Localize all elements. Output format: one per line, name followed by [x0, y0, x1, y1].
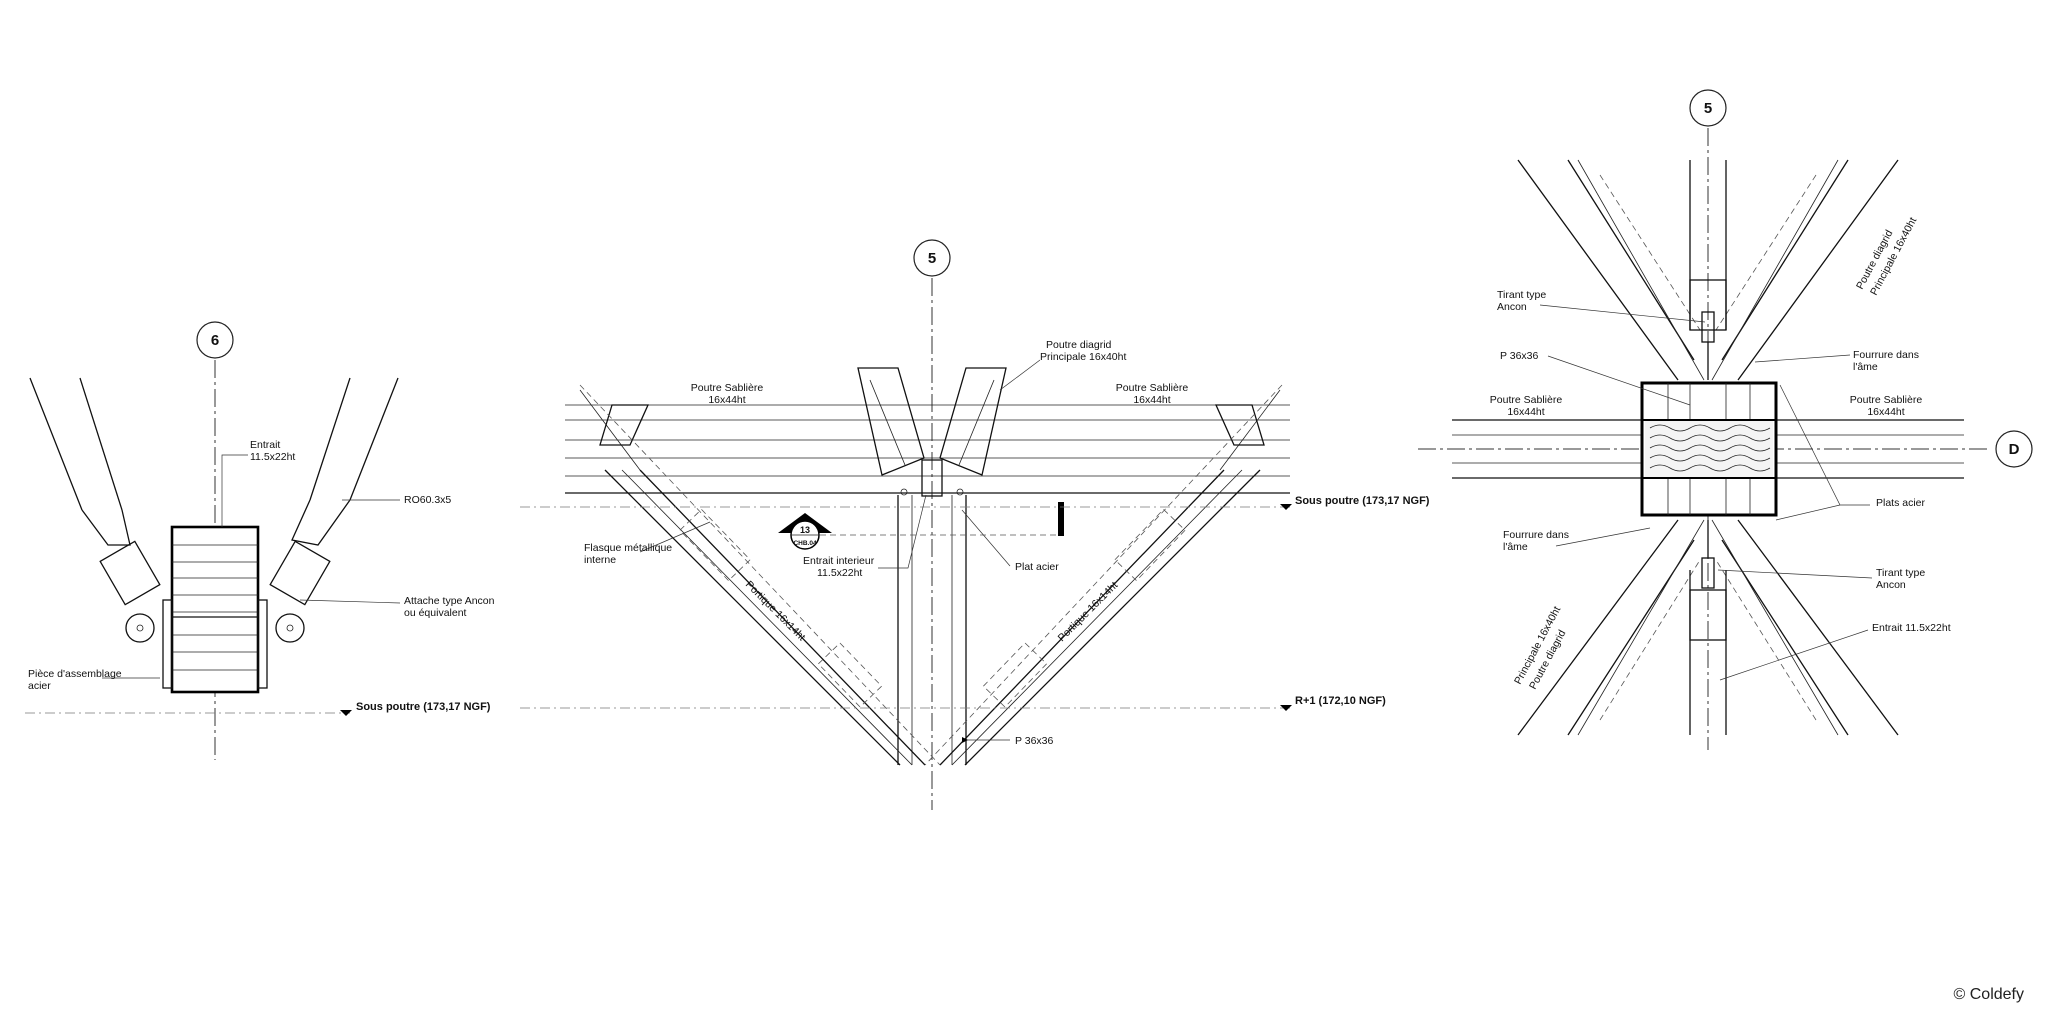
label-poutre-diagrid: Poutre diagrid	[1046, 339, 1112, 351]
label-fourrure-left-2: l'âme	[1503, 541, 1528, 553]
label-portique-right: Portique 16x14ht	[1056, 579, 1121, 644]
grid-bubble-5-right	[1689, 89, 1727, 127]
label-sabliere-right: Poutre Sablière	[1116, 382, 1189, 394]
grid-label-6: 6	[211, 332, 219, 349]
grid-label-5: 5	[928, 250, 936, 267]
grid-bubble-d	[1995, 430, 2033, 468]
label-sabliere-left: Poutre Sablière	[691, 382, 764, 394]
label-post-center: P 36x36	[1015, 735, 1053, 747]
center-detail: 5	[520, 239, 1430, 810]
left-tube	[29, 377, 161, 643]
label-piece: Pièce d'assemblage	[28, 668, 122, 680]
level-sous-poutre-left: Sous poutre (173,17 NGF)	[356, 701, 491, 713]
label-entrait-interieur-size: 11.5x22ht	[817, 567, 862, 579]
label-piece-2: acier	[28, 680, 51, 692]
section-marker: 13 CHB.04	[778, 502, 1064, 550]
label-post-right: P 36x36	[1500, 350, 1538, 362]
label-entrait-size: 11.5x22ht	[250, 451, 295, 463]
grid-label-5-right: 5	[1704, 100, 1712, 117]
label-tirant-bottom-2: Ancon	[1876, 579, 1906, 591]
section-ref: CHB.04	[793, 540, 817, 547]
label-sabliere-left-plan-size: 16x44ht	[1507, 406, 1544, 418]
entrait-section	[162, 525, 268, 694]
label-attache: Attache type Ancon	[404, 595, 495, 607]
label-plat-acier: Plat acier	[1015, 561, 1059, 573]
post-p36-plan	[1640, 381, 1778, 517]
label-attache-2: ou équivalent	[404, 607, 467, 619]
label-tirant-top: Tirant type	[1497, 289, 1546, 301]
label-sabliere-right-plan-size: 16x44ht	[1867, 406, 1904, 418]
right-detail: 5 D	[1418, 89, 2033, 750]
label-flasque: Flasque métallique	[584, 542, 672, 554]
label-tirant-bottom: Tirant type	[1876, 567, 1925, 579]
label-sabliere-left-size: 16x44ht	[708, 394, 745, 406]
label-fourrure-top-2: l'âme	[1853, 361, 1878, 373]
grid-bubble-6	[196, 321, 234, 359]
label-fourrure-left: Fourrure dans	[1503, 529, 1569, 541]
left-detail: 6	[25, 321, 495, 760]
level-sous-poutre-center: Sous poutre (173,17 NGF)	[1295, 495, 1430, 507]
label-sabliere-right-size: 16x44ht	[1133, 394, 1170, 406]
label-fourrure-top: Fourrure dans	[1853, 349, 1919, 361]
portique-diagonals	[579, 384, 1283, 766]
label-sabliere-left-plan: Poutre Sablière	[1490, 394, 1563, 406]
grid-label-d: D	[2009, 441, 2020, 458]
diagrid-top	[857, 367, 1007, 497]
lower-diagonals	[1517, 519, 1899, 736]
label-portique-left: Portique 16x14ht	[743, 579, 808, 644]
label-tirant-top-2: Ancon	[1497, 301, 1527, 313]
copyright: © Coldefy	[1953, 986, 2024, 1003]
label-plats-acier: Plats acier	[1876, 497, 1926, 509]
label-ro: RO60.3x5	[404, 494, 451, 506]
label-entrait: Entrait	[250, 439, 280, 451]
label-flasque-2: interne	[584, 554, 616, 566]
post-p36	[897, 495, 967, 765]
sabliere-beams	[565, 389, 1290, 494]
grid-bubble-5	[913, 239, 951, 277]
label-sabliere-right-plan: Poutre Sablière	[1850, 394, 1923, 406]
label-entrait-right: Entrait 11.5x22ht	[1872, 622, 1951, 634]
section-number: 13	[800, 525, 810, 535]
label-entrait-interieur: Entrait interieur	[803, 555, 875, 567]
upper-diagonals	[1517, 159, 1899, 381]
label-poutre-diagrid-size: Principale 16x40ht	[1040, 351, 1126, 363]
right-tube	[269, 377, 399, 643]
level-r1: R+1 (172,10 NGF)	[1295, 695, 1386, 707]
